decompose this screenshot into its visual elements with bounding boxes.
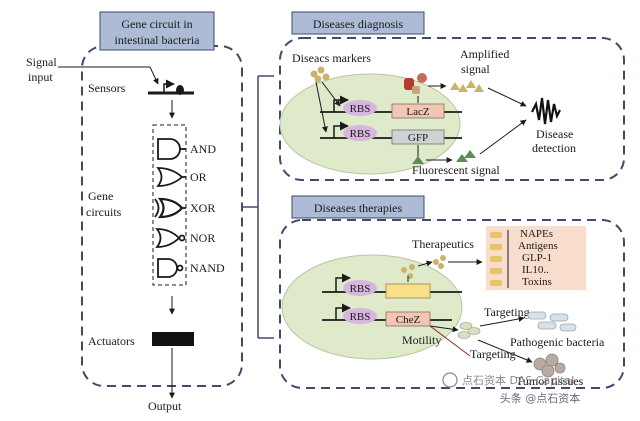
therapy-rbs-oval-1 [343, 280, 377, 296]
gate-label-and: AND [190, 142, 216, 156]
marker-arrows [315, 81, 341, 133]
therapy-rbs-label-2: RBS [350, 311, 371, 323]
amplified-line2: signal [461, 62, 490, 76]
rbs-label-2: RBS [350, 128, 371, 140]
and-gate-icon [157, 138, 186, 160]
targeting-label-1: Targeting [484, 305, 530, 319]
amplified-line1: Amplified [460, 47, 509, 61]
payload-item-4: IL10.. [522, 264, 549, 276]
left-panel: Gene circuit in intestinal bacteria Sign… [26, 11, 243, 413]
lacz-enzyme-icon [404, 73, 427, 94]
detection-waveform-icon [531, 97, 561, 125]
actuator-block [152, 332, 194, 346]
rbs-oval-2 [343, 125, 377, 141]
diagnosis-panel: Diseases diagnosis Diseacs markers RBS L… [279, 11, 625, 181]
diagnosis-title-box [291, 11, 425, 35]
tumor-label: Tumor tissues [516, 374, 584, 388]
tumor-tissue-icon [533, 353, 566, 378]
sensors-label: Sensors [88, 81, 126, 95]
gate-label-xor: XOR [190, 201, 215, 215]
diagnosis-bacterium-cell [279, 73, 461, 175]
fluorescent-label: Fluorescent signal [412, 163, 500, 177]
nand-gate-icon [157, 258, 184, 278]
secretion-arrow [417, 260, 433, 267]
disease-markers-label: Diseacs markers [292, 51, 371, 65]
therapy-rbs-oval-2 [343, 308, 377, 324]
payload-item-3: GLP-1 [522, 252, 552, 264]
chez-gene [385, 311, 431, 327]
sensor-promoter-icon [148, 79, 194, 95]
therapy-rbs-label-1: RBS [350, 283, 371, 295]
promoter-arrow-1 [333, 95, 349, 112]
therapy-promoter-2 [335, 303, 351, 320]
targeting-arrow-1 [479, 316, 525, 327]
targeting-arrow-2 [477, 339, 533, 363]
actuators-label: Actuators [88, 334, 135, 348]
amplified-to-detection-arrow [487, 87, 527, 107]
payload-item-1: NAPEs [520, 228, 553, 240]
signal-input-arrow [58, 66, 159, 85]
signal-input-line2: input [28, 70, 53, 84]
or-gate-icon [156, 167, 186, 187]
chez-label: CheZ [396, 314, 421, 326]
nor-gate-icon [155, 228, 186, 248]
gene-circuits-line2: circuits [86, 205, 122, 219]
detection-line2: detection [532, 141, 576, 155]
therapies-title: Diseases therapies [314, 201, 403, 215]
payload-molecule-column [490, 232, 502, 286]
rbs-label-1: RBS [350, 103, 371, 115]
amplified-signal-icon [450, 80, 484, 92]
promoter-arrow-2 [333, 121, 349, 138]
secreted-molecules [433, 255, 446, 269]
output-label: Output [148, 399, 182, 413]
gate-label-nor: NOR [190, 231, 215, 245]
watermark: 点石资本 DAS Capital 头条 @点石资本 [442, 372, 581, 405]
left-title-line1: Gene circuit in [121, 17, 192, 31]
chez-to-cluster-arrow [429, 325, 459, 333]
therapies-panel: Diseases therapies RBS Therapeutics [279, 195, 625, 389]
therapy-bacterium-cell [281, 254, 463, 360]
lacz-label: LacZ [406, 106, 429, 118]
payload-list-box [486, 226, 586, 290]
watermark-line1: 点石资本 DAS Capital [462, 373, 574, 387]
watermark-logo-icon [442, 372, 458, 388]
gene-circuits-line1: Gene [88, 189, 113, 203]
therapies-title-box [291, 195, 425, 219]
gate-label-nand: NAND [190, 261, 225, 275]
pathogenic-bacteria-icon [527, 311, 577, 332]
motility-label: Motility [402, 333, 441, 347]
payload-item-5: Toxins [522, 276, 552, 288]
fluor-to-detection-arrow [479, 119, 527, 155]
left-title-line2: intestinal bacteria [115, 33, 201, 47]
diagnosis-title: Diseases diagnosis [313, 17, 404, 31]
lacz-gene [391, 103, 445, 119]
targeting-label-2: Targeting [470, 347, 516, 361]
motility-line [429, 325, 471, 357]
pathogenic-label: Pathogenic bacteria [510, 335, 605, 349]
panel-bracket [242, 75, 274, 339]
gate-label-or: OR [190, 170, 207, 184]
rbs-oval-1 [343, 100, 377, 116]
gfp-label: GFP [408, 132, 428, 144]
gene-circuits-box [152, 124, 187, 286]
left-title-box [99, 11, 215, 51]
watermark-line2: 头条 @点石资本 [500, 391, 581, 405]
signal-input-line1: Signal [26, 55, 57, 69]
fluorescent-signal-icon [412, 150, 476, 164]
detection-line1: Disease [536, 127, 573, 141]
marker-molecules [310, 66, 330, 83]
bacterium-cluster-icon [457, 322, 481, 339]
therapy-promoter-1 [335, 273, 351, 292]
therapeutic-gene [385, 283, 431, 299]
therapeutics-label: Therapeutics [412, 237, 474, 251]
gfp-gene [391, 129, 445, 145]
payload-item-2: Antigens [518, 240, 558, 252]
xor-gate-icon [154, 197, 186, 219]
